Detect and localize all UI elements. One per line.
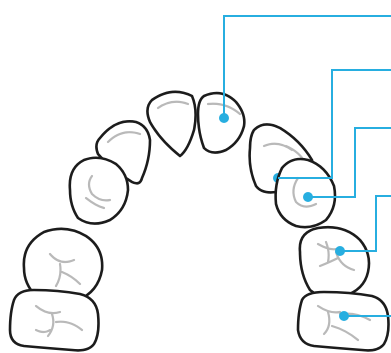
- tooth-right-central-incisor: [198, 93, 244, 152]
- tooth-left-canine: [70, 158, 128, 224]
- tooth-left-central-incisor: [147, 92, 195, 156]
- leader-line-central-incisor: [224, 16, 391, 118]
- tooth-right-first-molar: [298, 292, 389, 350]
- tooth-right-canine: [276, 159, 335, 227]
- tooth-left-second-premolar: [10, 290, 99, 350]
- tooth-right-first-premolar: [300, 227, 369, 297]
